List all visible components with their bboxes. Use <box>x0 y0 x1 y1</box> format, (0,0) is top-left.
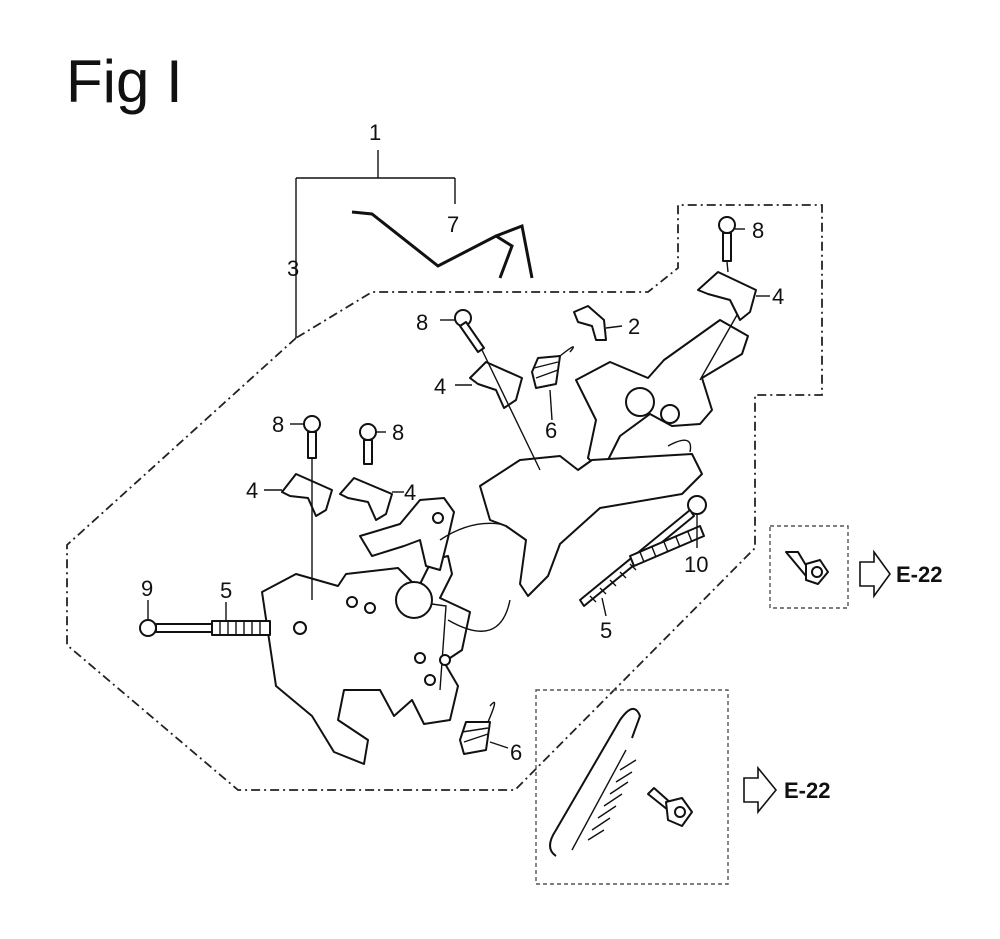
reference-box <box>769 525 849 609</box>
bolt-part <box>359 423 377 465</box>
reference-label: E-22 <box>896 562 942 587</box>
leader-lines <box>147 228 770 749</box>
callout-label: 8 <box>392 420 404 445</box>
bolt-part <box>454 309 485 353</box>
reference-arrow <box>859 549 891 599</box>
throttle-plate <box>575 319 749 473</box>
small-spring-part <box>459 701 496 755</box>
callout-label: 6 <box>510 740 522 765</box>
governor-bracket <box>479 453 703 597</box>
clamp-part <box>281 473 333 517</box>
lever-arm <box>359 497 455 571</box>
callout-label: 2 <box>628 314 640 339</box>
spring-part <box>549 708 641 857</box>
callout-label: 7 <box>447 212 459 237</box>
wire-rod-part <box>351 210 534 279</box>
reference-arrow <box>743 765 778 815</box>
callout-label: 10 <box>684 552 708 577</box>
figure-title: Fig I <box>66 48 183 115</box>
small-spring-part <box>531 346 574 389</box>
callout-label: 8 <box>752 218 764 243</box>
callout-label: 5 <box>220 578 232 603</box>
callout-label: 9 <box>141 576 153 601</box>
callout-label: 5 <box>600 618 612 643</box>
assembly-bracket <box>295 150 456 338</box>
bolt-part <box>785 551 829 585</box>
reference-box <box>535 689 729 885</box>
main-base-bracket <box>261 555 471 765</box>
bolt-part <box>303 415 321 459</box>
long-bolt-part <box>139 619 213 637</box>
callout-label: 1 <box>369 120 381 145</box>
callout-label: 8 <box>272 412 284 437</box>
lever-part <box>573 305 607 341</box>
clamp-part <box>469 361 523 409</box>
callout-label: 4 <box>772 284 784 309</box>
spring-part <box>629 525 705 567</box>
bolt-part <box>718 216 736 262</box>
bolt-part <box>647 787 693 827</box>
clamp-part <box>339 477 393 521</box>
spring-part <box>211 620 271 636</box>
callout-label: 8 <box>416 310 428 335</box>
callout-label: 4 <box>404 480 416 505</box>
callout-label: 3 <box>287 256 299 281</box>
clamp-part <box>697 271 757 321</box>
reference-label: E-22 <box>784 778 830 803</box>
callout-label: 4 <box>434 374 446 399</box>
callout-label: 6 <box>545 418 557 443</box>
callout-label: 4 <box>246 478 258 503</box>
